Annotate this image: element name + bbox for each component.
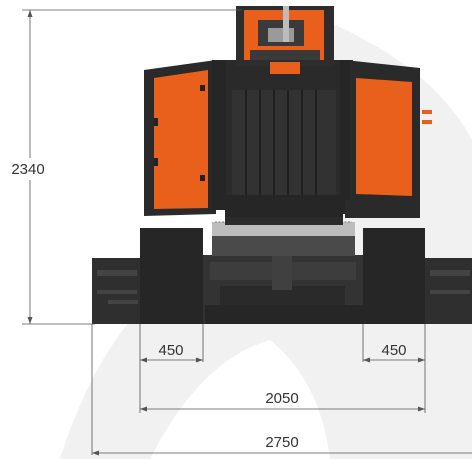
dimension-lines <box>22 9 472 455</box>
left-door <box>144 60 226 216</box>
machine-illustration <box>92 6 472 324</box>
right-track <box>363 228 472 324</box>
left-track-width-label: 450 <box>158 342 183 359</box>
dimension-arrows <box>27 10 425 456</box>
right-track-width-label: 450 <box>381 342 406 359</box>
overall-width-label: 2750 <box>265 434 298 451</box>
right-door <box>340 60 432 218</box>
mast-head <box>236 6 334 74</box>
height-dimension-label: 2340 <box>11 161 44 178</box>
track-gauge-label: 2050 <box>265 390 298 407</box>
undercarriage <box>203 250 363 324</box>
left-track <box>92 228 203 324</box>
main-body <box>215 60 353 225</box>
slewing-ring <box>212 221 355 256</box>
